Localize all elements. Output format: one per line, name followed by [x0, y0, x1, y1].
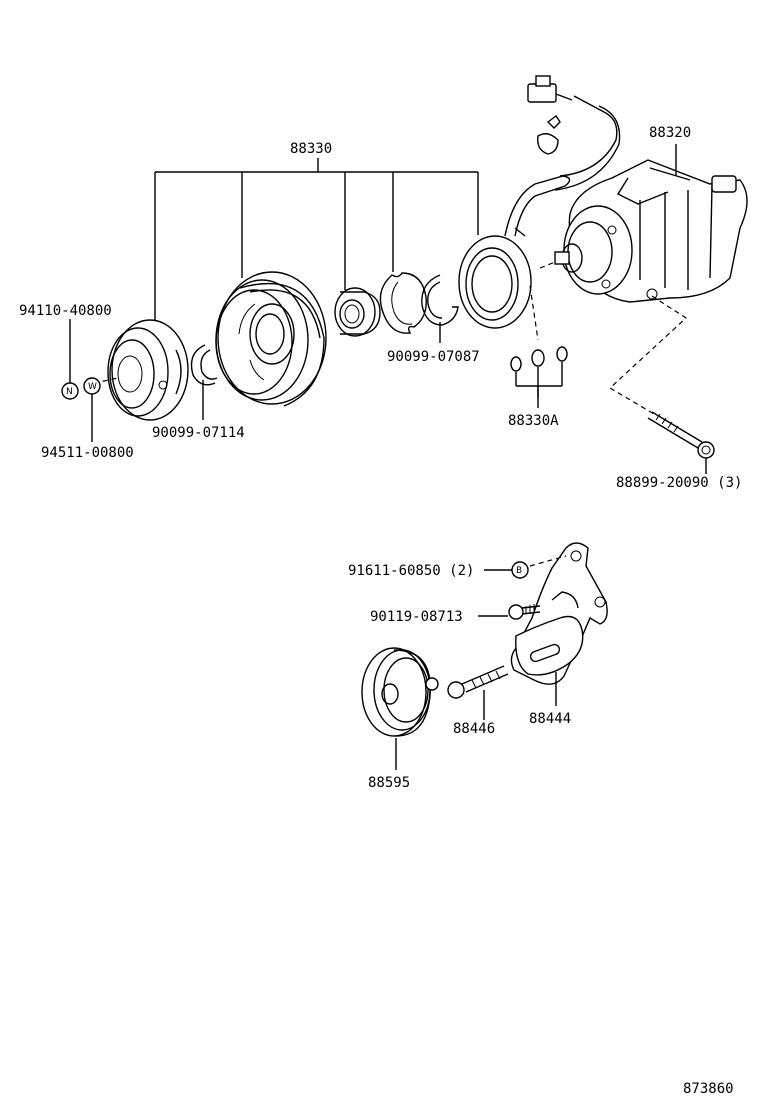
harness-connector: [527, 75, 573, 155]
field-coil: [458, 95, 621, 329]
label-mount-bolt: 88899-20090 (3): [616, 475, 742, 491]
snap-ring-small: [190, 344, 218, 420]
label-snap-ring-small: 90099-07114: [152, 425, 245, 441]
compressor-body: [554, 159, 748, 303]
mount-bolt-guide: [608, 295, 687, 415]
nut-symbol: N: [66, 387, 73, 397]
label-bracket-nut: 91611-60850 (2): [348, 563, 474, 579]
clutch-pulley: [215, 271, 327, 407]
snap-ring-large: [421, 274, 459, 343]
idler-bracket-assembly: [510, 542, 608, 706]
label-idler-pulley: 88595: [368, 775, 410, 791]
label-bracket-bolt: 90119-08713: [370, 609, 463, 625]
bearing: [334, 287, 381, 337]
label-clutch-assy: 88330: [290, 141, 332, 157]
idler-bolt: [447, 665, 509, 720]
bracket-nut: B: [484, 555, 567, 579]
mount-bolt: [647, 411, 715, 474]
bolt-symbol: B: [516, 566, 522, 576]
label-snap-ring-large: 90099-07087: [387, 349, 480, 365]
fastener-symbols: N W: [61, 319, 101, 442]
bolt-symbol-icon: [511, 561, 529, 579]
washer-symbol: W: [88, 382, 97, 392]
diagram-id: 873860: [683, 1081, 734, 1097]
label-hub-washer: 94511-00800: [41, 445, 134, 461]
wire-snap-ring: [379, 272, 427, 334]
clutch-assy-bracket: [154, 158, 479, 322]
idler-pulley: [361, 647, 439, 770]
label-idler-bolt: 88446: [453, 721, 495, 737]
label-compressor: 88320: [649, 125, 691, 141]
bracket-bolt: [478, 604, 541, 620]
label-shim-set: 88330A: [508, 413, 559, 429]
label-idler-bracket: 88444: [529, 711, 571, 727]
shim-set: [510, 261, 568, 408]
label-hub-bolt: 94110-40800: [19, 303, 112, 319]
clutch-hub: [84, 319, 189, 421]
